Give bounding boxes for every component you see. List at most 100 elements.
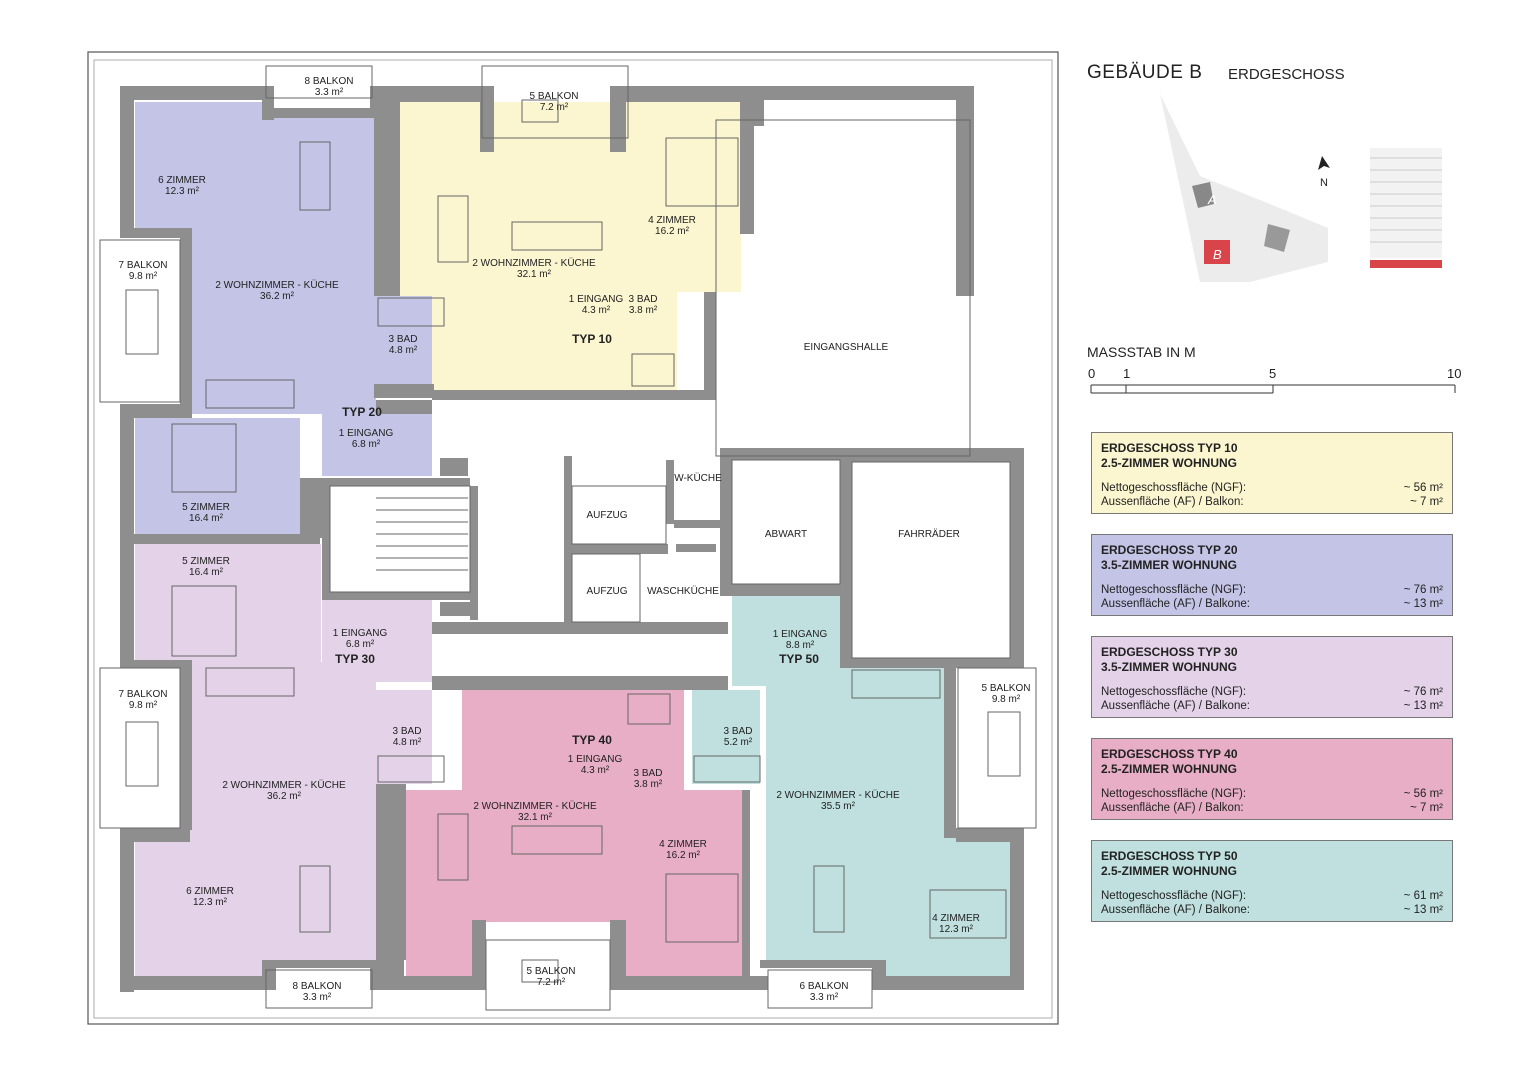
wall [740, 86, 974, 100]
wall [322, 478, 330, 600]
label-t20-balkon8: 8 BALKON [305, 76, 354, 87]
label-t10-zimmer-area: 16.2 m² [655, 226, 690, 237]
legend-typ30-af-label: Aussenfläche (AF) / Balkone: [1101, 700, 1250, 712]
label-t20-balkon7-area: 9.8 m² [129, 271, 158, 282]
label-t40-balkon-area: 7.2 m² [537, 977, 566, 988]
wall [480, 86, 494, 152]
wall [120, 660, 192, 668]
legend-typ40-subtitle: 2.5-ZIMMER WOHNUNG [1101, 762, 1237, 776]
wall [370, 86, 400, 118]
label-t50-eingang-area: 8.8 m² [786, 640, 815, 651]
legend-typ50-subtitle: 2.5-ZIMMER WOHNUNG [1101, 864, 1237, 878]
label-t30-zimmer5-area: 16.4 m² [189, 567, 224, 578]
wall [440, 602, 470, 616]
site-outline [1160, 94, 1328, 282]
label-typ10: TYP 10 [572, 332, 612, 346]
wall [120, 544, 134, 664]
label-typ30: TYP 30 [335, 652, 375, 666]
label-fahrraeder: FAHRRÄDER [898, 528, 960, 540]
wall [120, 842, 134, 992]
label-t30-eingang-area: 6.8 m² [346, 639, 375, 650]
scale-tick-1: 1 [1123, 366, 1131, 381]
table [299, 141, 331, 211]
wall [374, 118, 400, 296]
wall [376, 784, 406, 960]
label-t30-balkon7: 7 BALKON [119, 689, 168, 700]
label-t20-bad: 3 BAD [389, 334, 418, 345]
wall [370, 960, 404, 990]
label-typ40: TYP 40 [572, 733, 612, 747]
label-t30-wohn: 2 WOHNZIMMER - KÜCHE [222, 779, 346, 791]
wall [610, 86, 740, 102]
bathtub [377, 297, 445, 327]
wall [120, 86, 274, 100]
floor-title: ERDGESCHOSS [1228, 66, 1345, 83]
sofa [205, 667, 295, 697]
label-t30-zimmer6-area: 12.3 m² [193, 897, 228, 908]
wall [610, 86, 626, 152]
label-t20-eingang: 1 EINGANG [339, 428, 394, 439]
apartment-typ50 [692, 596, 1010, 976]
label-t10-zimmer: 4 ZIMMER [648, 215, 696, 226]
wall [674, 520, 726, 528]
balkon7-top-box [99, 239, 181, 403]
wall [322, 592, 470, 600]
building-c-shape [1264, 224, 1290, 252]
wall [740, 100, 764, 126]
balcony-table [521, 99, 559, 123]
wall [120, 534, 320, 544]
stair-box [329, 485, 471, 593]
bathtub [377, 755, 445, 783]
label-t30-balkon8-area: 3.3 m² [303, 992, 332, 1003]
bed [929, 889, 1007, 939]
label-aufzug1: AUFZUG [586, 510, 627, 521]
table [299, 865, 331, 933]
sofa [511, 825, 603, 855]
wall [400, 86, 494, 102]
label-t30-balkon8: 8 BALKON [293, 981, 342, 992]
wall [432, 622, 728, 634]
legend-typ10: ERDGESCHOSS TYP 10 2.5-ZIMMER WOHNUNG Ne… [1091, 432, 1453, 514]
wall [120, 404, 192, 418]
apartment-typ30 [135, 544, 432, 976]
legend-typ30-ngf-value: ~ 76 m² [1403, 686, 1443, 698]
label-abwart: ABWART [765, 529, 807, 540]
label-wkueche: W-KÜCHE [674, 472, 722, 484]
balcony-table [125, 289, 159, 355]
scale-tick-0: 0 [1088, 366, 1096, 381]
table [437, 813, 469, 881]
label-t50-zimmer-area: 12.3 m² [939, 924, 974, 935]
wall [180, 660, 192, 830]
bed [171, 585, 237, 657]
shower [631, 353, 675, 387]
typ30-bad [376, 690, 432, 784]
wall [262, 960, 376, 968]
wall [944, 668, 956, 838]
sofa [851, 669, 941, 699]
label-t20-wohn-area: 36.2 m² [260, 291, 295, 302]
typ30-zimmer6 [135, 842, 265, 976]
scale-tick-5: 5 [1269, 366, 1277, 381]
wall [120, 828, 190, 842]
legend-typ30-title: ERDGESCHOSS TYP 30 [1101, 645, 1238, 659]
walls [120, 86, 1024, 992]
label-t10-eingang-area: 4.3 m² [582, 305, 611, 316]
balkon5-top-box [481, 65, 629, 139]
eingangshalle-box [715, 119, 971, 457]
bed [171, 423, 237, 493]
wall [610, 920, 626, 990]
table [437, 195, 469, 263]
wall [872, 976, 1024, 990]
typ40-wohn-bottom [406, 920, 472, 976]
abwart-box [731, 459, 841, 585]
label-t40-bad-area: 3.8 m² [634, 779, 663, 790]
legend-typ40-title: ERDGESCHOSS TYP 40 [1101, 747, 1238, 761]
label-t50-eingang: 1 EINGANG [773, 629, 828, 640]
wall [1010, 448, 1024, 668]
legend-typ20-af-label: Aussenfläche (AF) / Balkone: [1101, 598, 1250, 610]
label-t10-wohn: 2 WOHNZIMMER - KÜCHE [472, 257, 596, 269]
typ20-wohn [190, 118, 376, 414]
label-t50-wohn-area: 35.5 m² [821, 801, 856, 812]
legend-typ20-af-value: ~ 13 m² [1403, 598, 1443, 610]
balkon5-bottom-box [485, 939, 611, 1011]
